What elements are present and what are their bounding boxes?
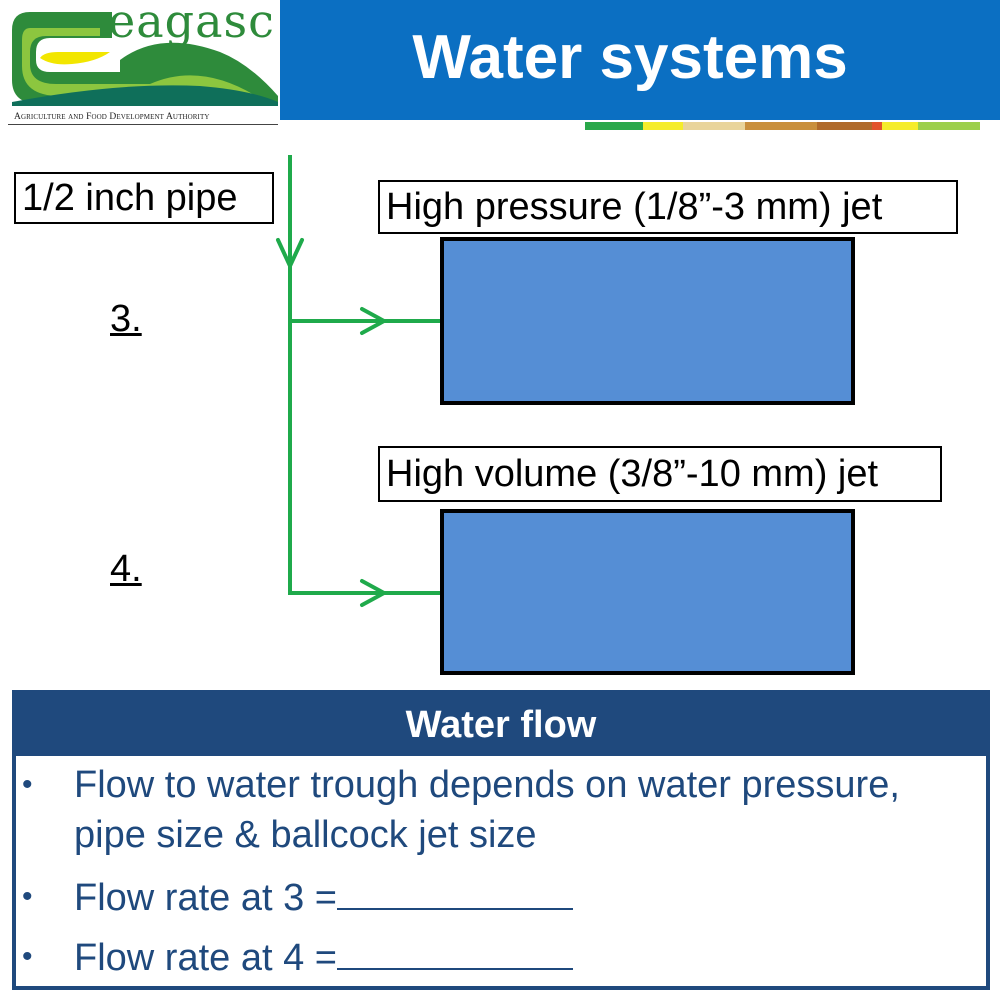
strip-segment: [872, 122, 882, 130]
strip-segment: [585, 122, 643, 130]
branch-3-number: 3.: [110, 298, 142, 340]
logo-wordmark: eagasc: [108, 0, 275, 48]
branch-4-number: 4.: [110, 548, 142, 590]
bullet-line: Flow rate at 4 =: [74, 932, 954, 983]
bullet-icon: •: [22, 940, 33, 973]
bullet-icon: •: [22, 768, 33, 801]
title-bar: [280, 0, 1000, 120]
down-arrow-icon: [276, 238, 304, 271]
decorative-color-strip: [580, 122, 980, 130]
water-flow-panel: Water flow • Flow to water trough depend…: [12, 690, 990, 990]
jet-3-label: High pressure (1/8”-3 mm) jet: [378, 180, 958, 234]
answer-blank[interactable]: [336, 872, 573, 910]
right-arrow-icon: [360, 579, 389, 607]
strip-segment: [683, 122, 745, 130]
logo-divider: [8, 124, 278, 125]
bullet-text: Flow to water trough depends on water pr…: [74, 764, 900, 856]
strip-segment: [817, 122, 872, 130]
right-arrow-icon: [360, 307, 389, 335]
pipe-diagram: [276, 155, 440, 607]
water-trough-3: [440, 237, 855, 405]
strip-segment: [918, 122, 980, 130]
logo-subtitle: Agriculture and Food Development Authori…: [14, 112, 210, 122]
bullet-line: Flow rate at 3 =: [74, 872, 954, 923]
panel-header: [16, 694, 986, 756]
page-title: Water systems: [412, 23, 848, 92]
logo: eagasc Agriculture and Food Development …: [0, 0, 280, 125]
bullet-text: Flow rate at 4 =: [74, 937, 337, 979]
bullet-text: Flow rate at 3 =: [74, 877, 337, 919]
answer-blank[interactable]: [336, 932, 573, 970]
panel-title: Water flow: [405, 704, 597, 746]
pipe-label: 1/2 inch pipe: [14, 172, 274, 224]
strip-segment: [882, 122, 918, 130]
logo-emblem-icon: [10, 12, 278, 106]
strip-segment: [643, 122, 683, 130]
water-trough-4: [440, 509, 855, 675]
bullet-icon: •: [22, 880, 33, 913]
pipe-lines: [288, 155, 440, 595]
strip-segment: [580, 122, 585, 130]
jet-4-label: High volume (3/8”-10 mm) jet: [378, 446, 942, 502]
strip-segment: [745, 122, 817, 130]
